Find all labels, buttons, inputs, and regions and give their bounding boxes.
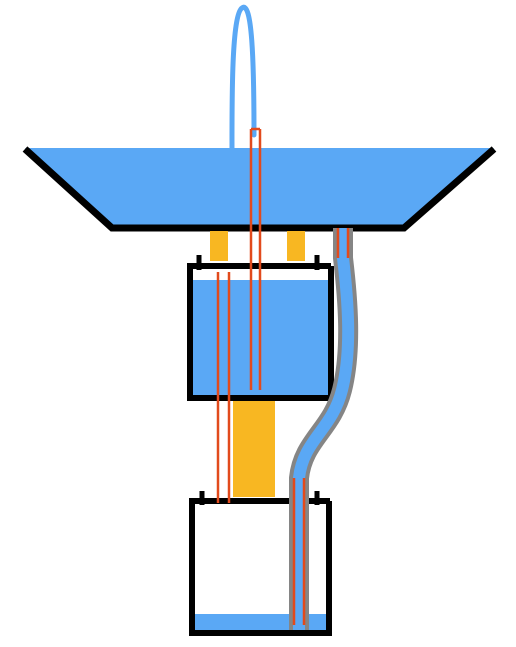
basin-outline (22, 146, 497, 232)
lower-chamber-outline (189, 501, 332, 636)
drain-hose-inner (293, 228, 355, 630)
support-block-right (287, 231, 305, 261)
pipe-drain-stripes-bottom (292, 478, 306, 625)
drain-hose (289, 228, 359, 630)
upper-chamber-outline (187, 266, 334, 401)
support-block-left (210, 231, 228, 261)
fountain-jet (229, 4, 257, 163)
support-column (233, 400, 275, 497)
pipe-drain-stripes-top (336, 228, 350, 258)
pipe-upper-to-lower-chamber (216, 272, 231, 503)
pipe-basin-to-upper-chamber (249, 127, 262, 390)
